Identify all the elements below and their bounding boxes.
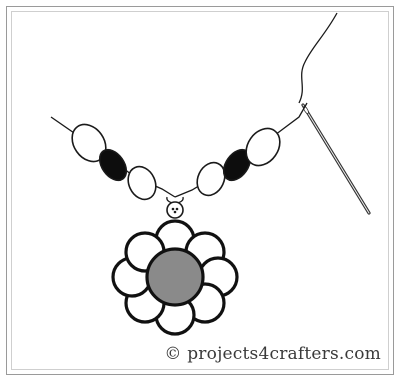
bead-left-2 (123, 162, 161, 204)
necklace-illustration (7, 7, 394, 375)
illustration-frame: © projects4crafters.com (6, 6, 394, 375)
flower-pendant (113, 221, 237, 334)
watermark-text: © projects4crafters.com (164, 344, 381, 364)
flower-center (147, 249, 203, 305)
pendant-bail (167, 197, 183, 218)
needle-icon (303, 105, 369, 213)
thread-upper-right (299, 13, 337, 103)
